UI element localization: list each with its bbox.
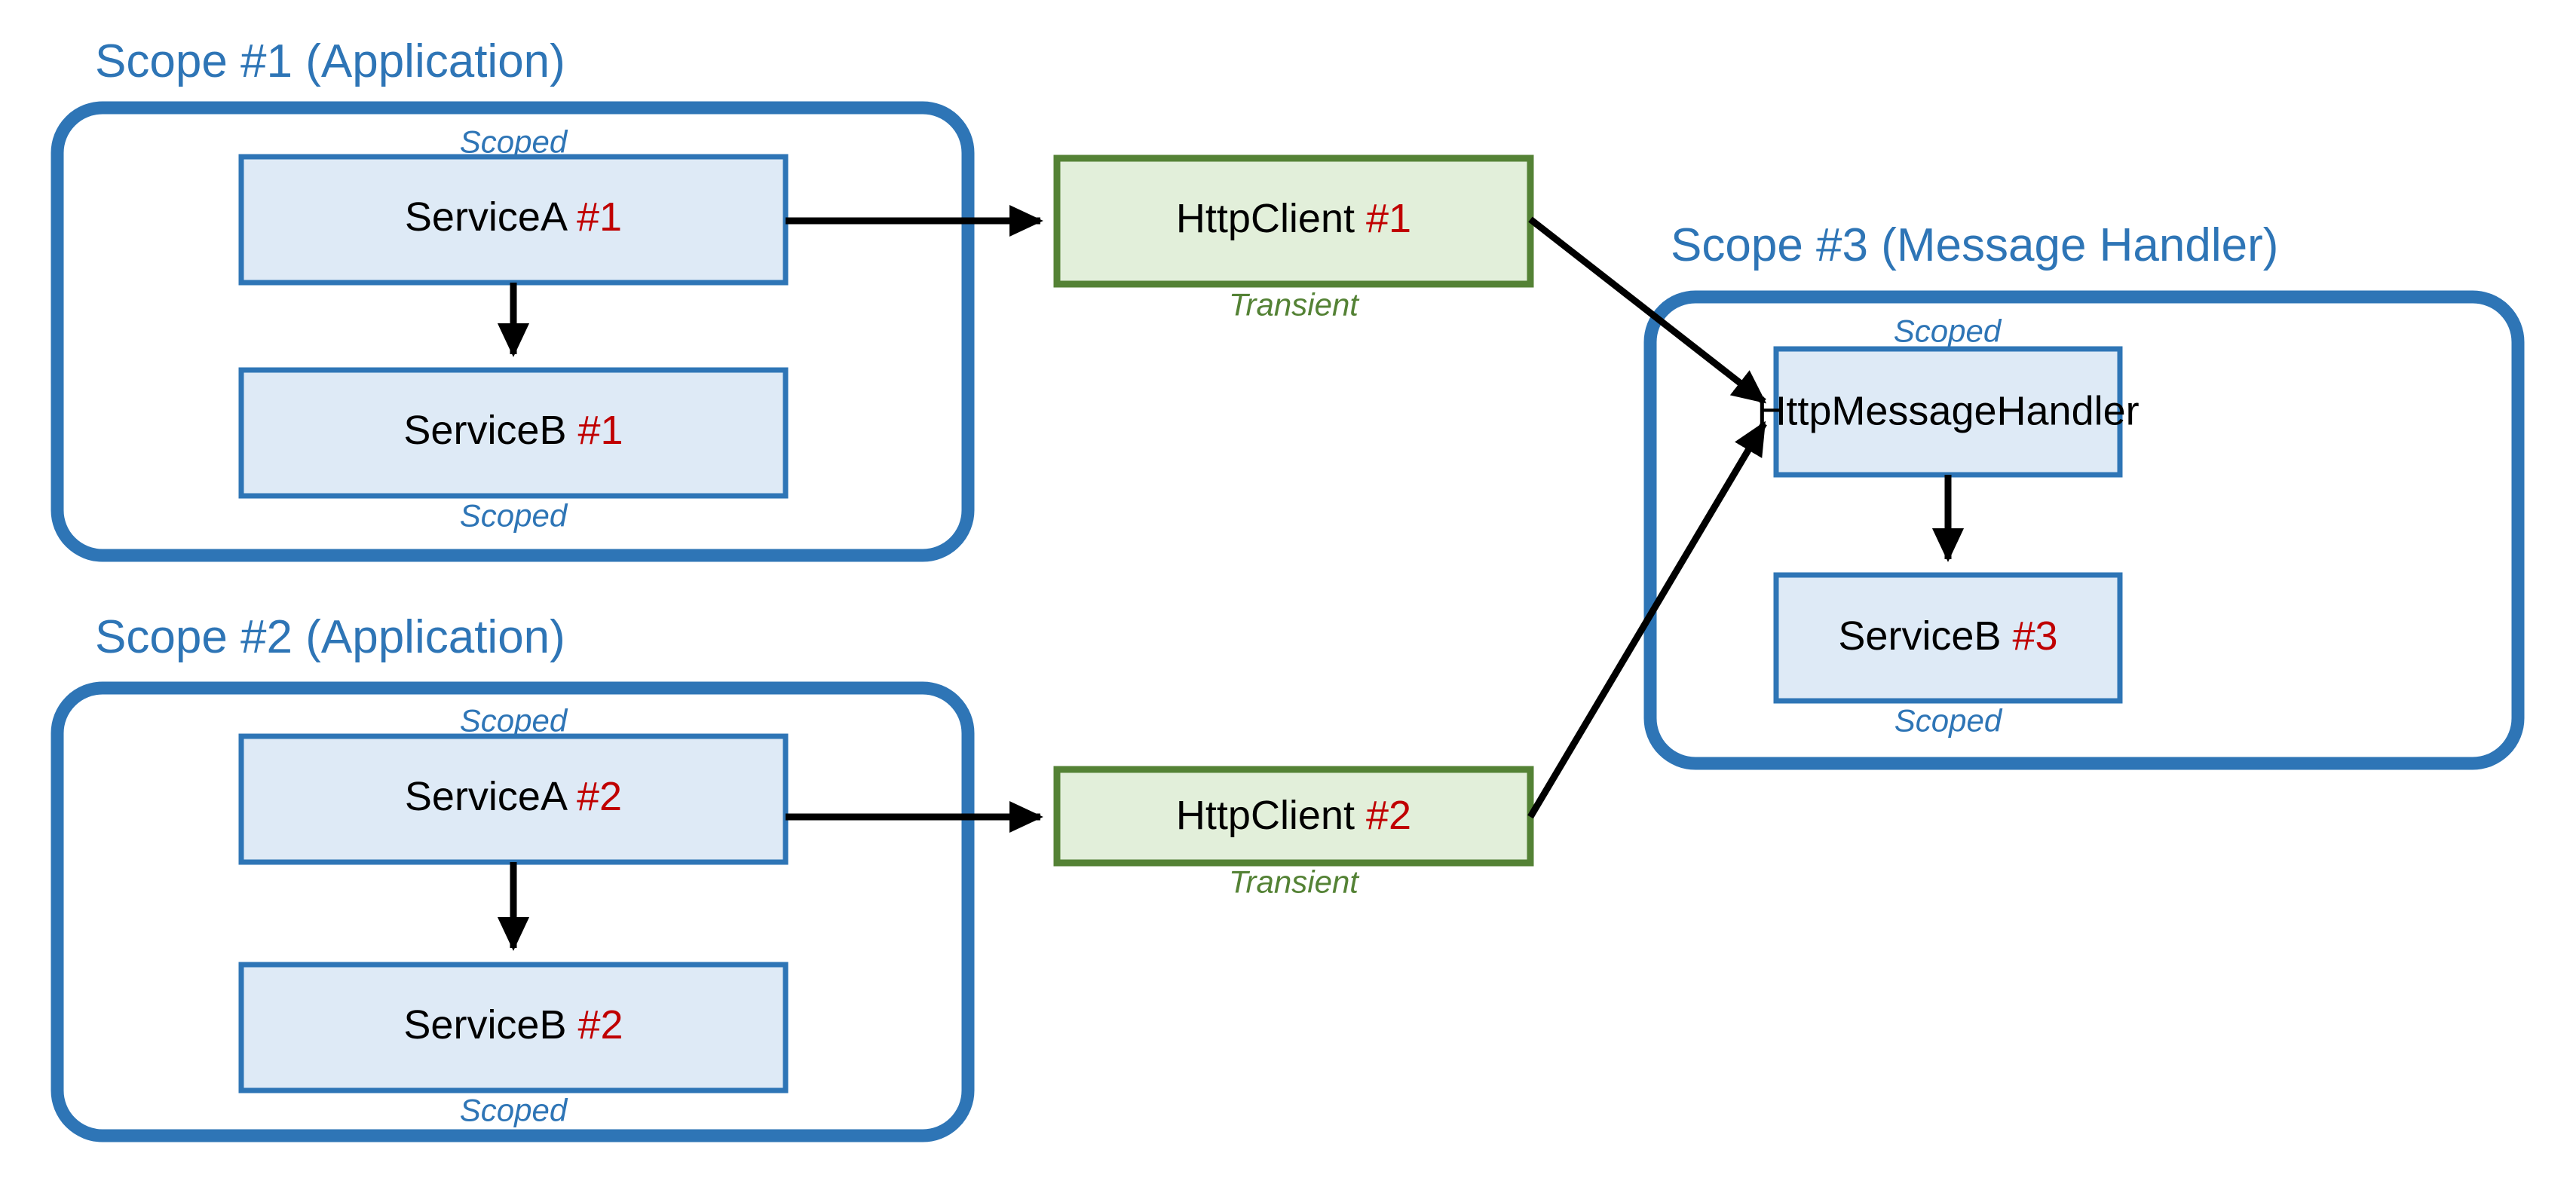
node-servicea-2-label: ServiceA #2	[405, 774, 622, 819]
node-serviceb-1-box[interactable]	[238, 367, 789, 499]
scope-3-top-lifetime-label: Scoped	[1894, 313, 2002, 348]
node-serviceb-2-label: ServiceB #2	[403, 1002, 623, 1048]
scope-3-bottom-lifetime-label: Scoped	[1894, 702, 2003, 738]
node-httpclient-1-lifetime-label: Transient	[1229, 286, 1360, 322]
node-servicea-2-box[interactable]	[238, 733, 789, 865]
node-httpclient-2-lifetime-label: Transient	[1229, 864, 1360, 899]
node-httpclient-2-label: HttpClient #2	[1176, 793, 1411, 838]
scope-1-bottom-lifetime-label: Scoped	[460, 497, 568, 533]
scope-2-bottom-lifetime-label: Scoped	[460, 1092, 568, 1127]
edge-httpclient2-to-handler	[1527, 421, 1767, 819]
scope-2-top-lifetime-label: Scoped	[460, 702, 568, 738]
node-serviceb-1-label: ServiceB #1	[403, 408, 623, 453]
node-httpmessagehandler-label: HttpMessageHandler	[1757, 388, 2139, 433]
node-httpclient-1-label: HttpClient #1	[1176, 196, 1411, 241]
scope-1-title: Scope #1 (Application)	[95, 35, 565, 87]
node-serviceb-3-label: ServiceB #3	[1838, 613, 2057, 659]
scope-3-boundary	[1643, 290, 2525, 770]
scope-2-title: Scope #2 (Application)	[95, 611, 565, 663]
scope-2-boundary	[51, 681, 975, 1142]
node-serviceb-3-box[interactable]	[1773, 572, 2123, 704]
node-httpclient-1-box[interactable]	[1053, 154, 1534, 288]
scope-1-top-lifetime-label: Scoped	[460, 124, 568, 159]
edge-httpclient1-to-handler	[1528, 216, 1767, 405]
scope-1-boundary	[51, 101, 975, 562]
node-servicea-1-label: ServiceA #1	[405, 194, 622, 240]
scope-3-title: Scope #3 (Message Handler)	[1671, 219, 2278, 271]
node-serviceb-2-box[interactable]	[238, 962, 789, 1093]
